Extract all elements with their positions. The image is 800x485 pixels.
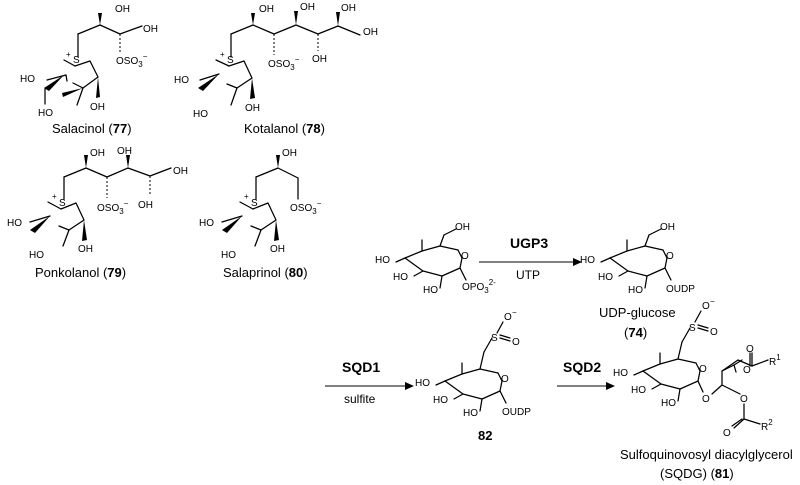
compound-82-number: 82 [478, 428, 492, 443]
g1p-opo3: OPO32- [462, 278, 496, 295]
g1p-oh: OH [455, 222, 470, 233]
g1p-ho2: HO [393, 272, 408, 283]
ponkolanol-plus: + [52, 192, 57, 201]
c82-ring-o: O [501, 374, 509, 385]
c82-ho2: HO [433, 395, 448, 406]
c82-ho1: HO [415, 378, 430, 389]
sqd1-arrowhead [405, 382, 414, 390]
sqdg-carbonyl-o2: O [723, 428, 731, 439]
glucose-1-phosphate-structure [395, 228, 467, 289]
sqdg-ho1: HO [613, 368, 628, 379]
udp-glucose-structure [600, 228, 672, 289]
salaprinol-caption: Salaprinol (80) [223, 265, 308, 280]
sqdg-r2: R2 [761, 418, 773, 433]
kotalanol-structure [198, 11, 361, 106]
salacinol-ho2: HO [38, 108, 53, 119]
salacinol-structure [44, 13, 143, 106]
kotalanol-oh5: OH [312, 54, 327, 65]
ponkolanol-ho2: HO [29, 250, 44, 261]
salaprinol-structure [221, 155, 299, 247]
ponkolanol-oh5: OH [78, 244, 93, 255]
udpglc-oudp: OUDP [666, 284, 695, 295]
sqdg-minus: − [710, 297, 715, 306]
kotalanol-oh6: OH [245, 103, 260, 114]
salaprinol-s: S [251, 198, 258, 209]
sqd1-enzyme: SQD1 [342, 359, 380, 375]
kotalanol-oh2: OH [300, 2, 315, 13]
ugp3-condition: UTP [516, 268, 540, 282]
sqdg-glycosidic-o: O [702, 394, 710, 405]
sqd2-enzyme: SQD2 [563, 359, 601, 375]
c82-s: S [491, 333, 498, 344]
sqd1-condition: sulfite [344, 392, 376, 406]
salacinol-oh1: OH [115, 4, 130, 15]
ponkolanol-s: S [59, 198, 66, 209]
sqdg-o-double: O [710, 327, 718, 338]
sqdg-r1: R1 [769, 353, 781, 368]
compound-82-structure [435, 321, 511, 412]
salaprinol-oso3: OSO3− [290, 199, 322, 216]
salaprinol-oh2: OH [270, 244, 285, 255]
salacinol-caption: Salacinol (77) [52, 121, 132, 136]
kotalanol-plus: + [220, 50, 225, 59]
g1p-ring-o: O [461, 251, 469, 262]
udpglc-ring-o: O [666, 251, 674, 262]
udpglc-ho3: HO [628, 285, 643, 296]
salacinol-oso3: OSO3− [116, 52, 148, 69]
salacinol-plus: + [66, 50, 71, 59]
ugp3-enzyme: UGP3 [510, 235, 548, 251]
salaprinol-oh1: OH [282, 148, 297, 159]
sqdg-structure [633, 310, 769, 429]
salacinol-oh3: OH [90, 102, 105, 113]
kotalanol-oso3: OSO3− [268, 55, 300, 72]
salaprinol-ho2: HO [221, 250, 236, 261]
ponkolanol-oh1: OH [90, 148, 105, 159]
sqdg-ho2: HO [631, 385, 646, 396]
ponkolanol-oso3: OSO3− [97, 199, 129, 216]
udp-glucose-name: UDP-glucose [599, 305, 676, 320]
udpglc-oh: OH [660, 222, 675, 233]
sqdg-carbonyl-o1: O [746, 344, 754, 355]
kotalanol-ho1: HO [174, 75, 189, 86]
kotalanol-oh4: OH [363, 27, 378, 38]
kotalanol-s: S [227, 55, 234, 66]
kotalanol-oh3: OH [341, 3, 356, 14]
salacinol-ho1: HO [20, 74, 35, 85]
sqdg-ring-o: O [699, 364, 707, 375]
g1p-ho1: HO [375, 255, 390, 266]
sqd2-arrowhead [606, 382, 615, 390]
sqdg-ho3: HO [661, 398, 676, 409]
c82-minus: − [512, 308, 517, 317]
ponkolanol-ho1: HO [7, 218, 22, 229]
kotalanol-ho2: HO [193, 109, 208, 120]
sqdg-ester-o1: O [743, 365, 751, 376]
ponkolanol-structure [29, 155, 172, 247]
c82-oudp: OUDP [502, 407, 531, 418]
salacinol-s: S [73, 55, 80, 66]
ponkolanol-oh3: OH [173, 166, 188, 177]
ponkolanol-caption: Ponkolanol (79) [35, 265, 126, 280]
udpglc-ho2: HO [598, 272, 613, 283]
g1p-ho3: HO [423, 285, 438, 296]
c82-o-minus: O [504, 312, 512, 323]
salaprinol-plus: + [244, 192, 249, 201]
kotalanol-oh1: OH [259, 4, 274, 15]
sqdg-ester-o2: O [740, 394, 748, 405]
sqdg-s: S [689, 323, 696, 334]
sqdg-name: Sulfoquinovosyl diacylglycerol [620, 447, 793, 462]
sqdg-o-minus: O [702, 301, 710, 312]
ponkolanol-oh4: OH [138, 200, 153, 211]
udp-glucose-number: (74) [624, 325, 647, 340]
c82-ho3: HO [463, 408, 478, 419]
udpglc-ho1: HO [580, 255, 595, 266]
c82-o-double: O [512, 337, 520, 348]
ugp3-arrowhead [573, 258, 582, 266]
salacinol-oh2: OH [143, 24, 158, 35]
kotalanol-caption: Kotalanol (78) [244, 121, 325, 136]
ponkolanol-oh2: OH [117, 146, 132, 157]
sqdg-abbr-number: (SQDG) (81) [660, 466, 734, 481]
salaprinol-ho1: HO [199, 218, 214, 229]
